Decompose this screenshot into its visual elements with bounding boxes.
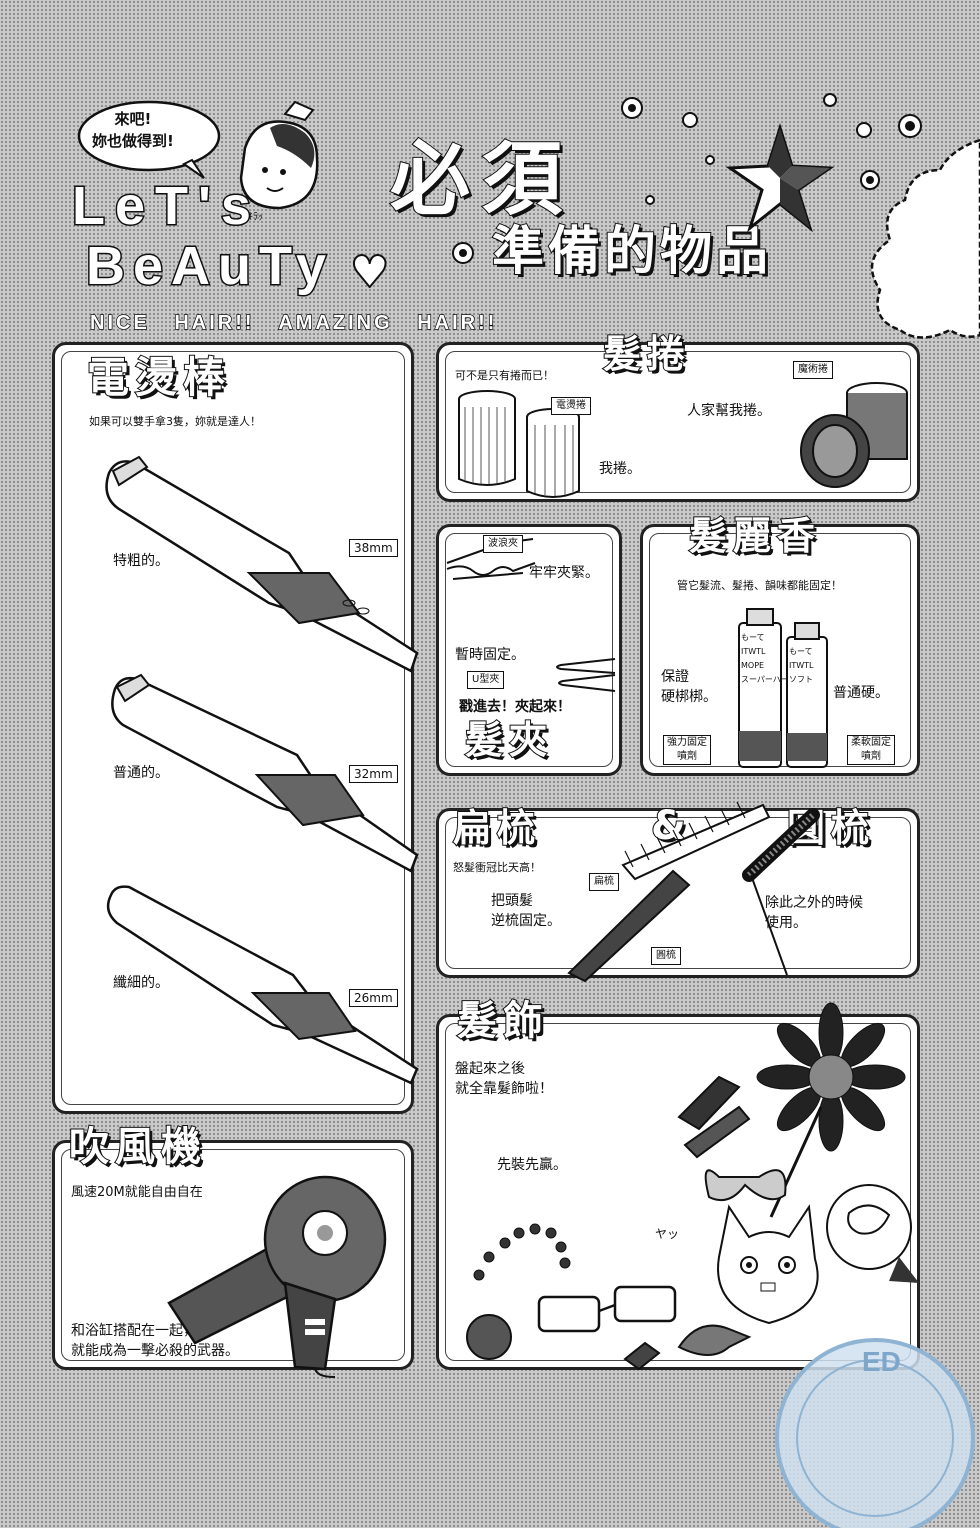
- tag-round-comb: 圓梳: [651, 947, 681, 965]
- curling-iron-subtitle: 如果可以雙手拿3隻，妳就是達人！: [89, 415, 261, 428]
- curling-iron-label-26: 纖細的。: [113, 975, 169, 991]
- accessories-subtitle: 盤起來之後 就全靠髮飾啦！: [455, 1061, 553, 1097]
- accessories-panel: 髮飾 盤起來之後 就全靠髮飾啦！ 先裝先贏。 ヤッ: [436, 997, 920, 1371]
- watermark-stamp-text: ED: [862, 1346, 901, 1377]
- spray-subtitle: 管它髮流、髮捲、韻味都能固定！: [677, 579, 842, 592]
- size-badge-38: 38mm: [349, 539, 398, 557]
- tag-flat-comb: 扁梳: [589, 873, 619, 891]
- clips-panel: 波浪夾 牢牢夾緊。 暫時固定。 U型夾 戳進去！夾起來！ 髮夾: [436, 524, 622, 776]
- size-badge-32: 32mm: [349, 765, 398, 783]
- combs-subtitle: 怒髮衝冠比天高！: [453, 861, 541, 874]
- watermark-stamp-icon: [775, 1338, 975, 1528]
- curling-iron-26-icon: [106, 885, 419, 1085]
- spray-text-right: 普通硬。: [833, 685, 889, 701]
- header-tagline: NICE HAIR!! AMAZING HAIR!!: [89, 311, 498, 335]
- rollers-title: 髮捲: [602, 331, 692, 377]
- logo-line2: BeAuTy: [84, 236, 335, 296]
- comb-icon: [567, 801, 820, 983]
- tag-soft-spray: 柔軟固定 噴劑: [847, 735, 895, 765]
- sparkle-icon: [452, 242, 474, 264]
- page-title-main: 必須: [389, 133, 574, 226]
- hair-dryer-icon: [167, 1175, 387, 1378]
- clips-slogan: 戳進去！夾起來！: [459, 699, 571, 715]
- spray-text-left: 保證 硬梆梆。: [661, 669, 717, 705]
- gem-dots-decoration: [621, 93, 922, 205]
- logo-line1: LeT's: [71, 176, 261, 236]
- size-badge-26: 26mm: [349, 989, 398, 1007]
- tag-electric-roller: 電燙捲: [551, 397, 591, 415]
- mascot-sfx: ｷﾗｯ: [248, 212, 263, 223]
- u-pin-icon: [556, 658, 616, 692]
- curling-iron-38-icon: [105, 455, 419, 673]
- spray-can-strong-icon: [738, 608, 782, 768]
- dryer-panel: 吹風機 風速20M就能自由自在 和浴缸搭配在一起， 就能成為一擊必殺的武器。: [52, 1123, 414, 1378]
- tag-wave-clip: 波浪夾: [483, 535, 523, 553]
- combs-text-right: 除此之外的時候 使用。: [765, 895, 863, 931]
- header: 來吧! 妳也做得到! ｷﾗｯ LeT's BeAuTy ♥ NICE HAIR!…: [0, 0, 980, 340]
- spray-can-soft-label: もーて ITWTL ソフト: [789, 647, 814, 684]
- hair-accessories-illustration: [466, 1002, 919, 1371]
- spray-panel: 髮麗香 管它髮流、髮捲、韻味都能固定！ 保證 硬梆梆。 もーて ITWTL MO…: [640, 513, 920, 776]
- star-icon: [725, 123, 835, 233]
- tag-strong-spray: 強力固定 噴劑: [663, 735, 711, 765]
- rollers-panel: 髮捲 可不是只有捲而已！ 電燙捲 人家幫我捲。 我捲。 魔術捲: [436, 331, 920, 502]
- mascot-icon: [239, 100, 319, 210]
- tag-u-pin: U型夾: [467, 671, 505, 689]
- accessories-text: 先裝先贏。: [497, 1157, 567, 1173]
- clips-text-mid: 暫時固定。: [455, 647, 525, 663]
- curling-iron-label-38: 特粗的。: [113, 553, 169, 569]
- rollers-text-right: 人家幫我捲。: [687, 403, 771, 419]
- speech-bubble-icon: [77, 100, 221, 179]
- rollers-text-bottom: 我捲。: [599, 461, 641, 477]
- dryer-title: 吹風機: [68, 1123, 207, 1171]
- dryer-subtitle: 風速20M就能自由自在: [71, 1185, 203, 1200]
- scalloped-cloud-decoration: [870, 138, 980, 339]
- header-bubble-text: 來吧! 妳也做得到!: [92, 110, 174, 150]
- velcro-roller-icon: [800, 382, 908, 488]
- clips-title: 髮夾: [464, 717, 554, 763]
- accessories-sfx: ヤッ: [655, 1227, 680, 1241]
- curling-iron-32-icon: [111, 673, 419, 873]
- dryer-text: 和浴缸搭配在一起， 就能成為一擊必殺的武器。: [71, 1323, 239, 1359]
- spray-can-strong-label: もーて ITWTL MOPE スーパーハード: [741, 633, 797, 684]
- page-title-sub: 準備的物品: [491, 221, 773, 283]
- clips-text-top: 牢牢夾緊。: [529, 565, 599, 581]
- curling-iron-title: 電燙棒: [86, 352, 232, 403]
- curling-iron-panel: 電燙棒 如果可以雙手拿3隻，妳就是達人！ 38mm 特粗的。 32mm 普通的。…: [52, 342, 419, 1114]
- curling-iron-label-32: 普通的。: [113, 765, 169, 781]
- rollers-note: 可不是只有捲而已！: [455, 369, 554, 382]
- tag-velcro-roller: 魔術捲: [793, 361, 833, 379]
- spray-can-soft-icon: [786, 622, 828, 768]
- combs-title-left: 扁梳: [452, 805, 542, 851]
- spray-title: 髮麗香: [688, 513, 822, 559]
- combs-panel: 扁梳 & 圓梳 怒髮衝冠比天高！ 扁梳 把頭髮 逆梳固定。 除此之外的時候 使用…: [436, 801, 920, 983]
- combs-text-left: 把頭髮 逆梳固定。: [491, 893, 561, 929]
- accessories-title: 髮飾: [456, 997, 549, 1045]
- logo-heart: ♥: [349, 247, 390, 299]
